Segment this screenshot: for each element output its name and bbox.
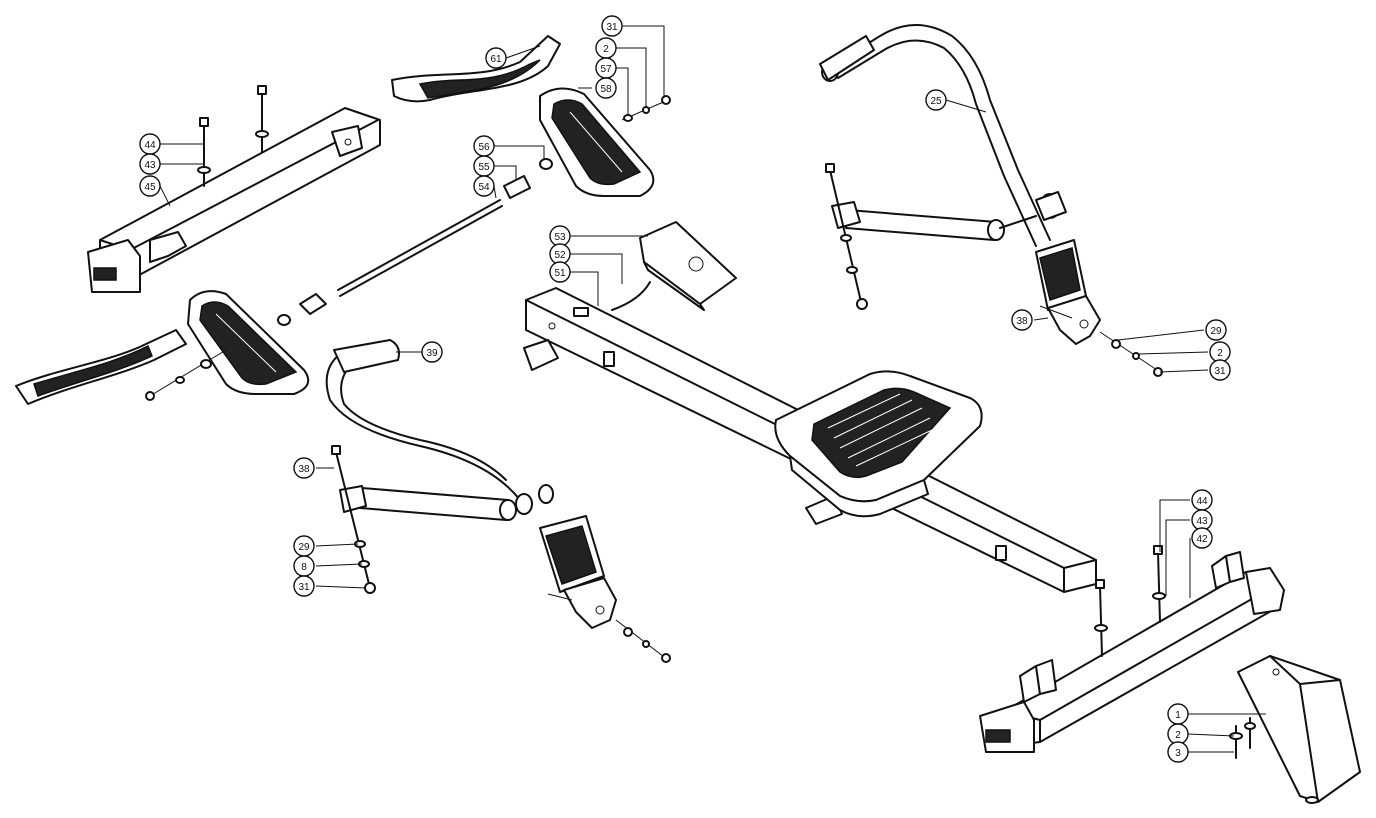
callout-56: 56	[473, 135, 495, 157]
seat-pad-texture	[827, 393, 933, 467]
callout-53: 53	[549, 225, 571, 247]
callout-43b: 43	[1191, 509, 1213, 531]
callout-42: 42	[1191, 527, 1213, 549]
rear-foot-hardware	[1229, 717, 1256, 759]
svg-text:25: 25	[930, 96, 942, 107]
svg-text:55: 55	[478, 162, 490, 173]
callout-38b: 38	[293, 457, 315, 479]
svg-text:54: 54	[478, 182, 490, 193]
callout-39: 39	[421, 341, 443, 363]
svg-text:58: 58	[600, 84, 612, 95]
callout-44: 44	[139, 133, 161, 155]
svg-text:2: 2	[603, 44, 609, 55]
front-stabilizer-bolts	[197, 85, 269, 187]
callout-44b: 44	[1191, 489, 1213, 511]
console	[611, 221, 737, 311]
pedal-hardware	[145, 95, 671, 401]
callout-29: 29	[1205, 319, 1227, 341]
svg-text:42: 42	[1196, 534, 1208, 545]
callout-2b: 2	[1209, 341, 1231, 363]
callout-52: 52	[549, 243, 571, 265]
svg-text:1: 1	[1175, 710, 1181, 721]
rear-foot	[1237, 655, 1361, 804]
svg-text:57: 57	[600, 64, 612, 75]
callout-31: 31	[601, 15, 623, 37]
svg-text:29: 29	[298, 542, 310, 553]
callout-38: 38	[1011, 309, 1033, 331]
callout-25: 25	[925, 89, 947, 111]
svg-text:31: 31	[606, 22, 618, 33]
callout-58: 58	[595, 77, 617, 99]
right-resistance-spring	[1035, 239, 1101, 345]
svg-text:43: 43	[144, 160, 156, 171]
svg-text:61: 61	[490, 54, 502, 65]
svg-text:31: 31	[1214, 366, 1226, 377]
callout-3: 3	[1167, 741, 1189, 763]
leader-lines	[159, 25, 1266, 753]
svg-text:31: 31	[298, 582, 310, 593]
callout-61: 61	[485, 47, 507, 69]
svg-text:53: 53	[554, 232, 566, 243]
foot-pedal-bottom	[187, 290, 310, 395]
svg-text:56: 56	[478, 142, 490, 153]
callout-31b: 31	[1209, 359, 1231, 381]
svg-text:38: 38	[298, 464, 310, 475]
svg-text:29: 29	[1210, 326, 1222, 337]
callout-51: 51	[549, 261, 571, 283]
right-arm-hardware	[825, 163, 1163, 377]
front-stabilizer	[87, 107, 381, 293]
left-arm-hardware	[331, 445, 671, 663]
callout-45: 45	[139, 175, 161, 197]
callout-54: 54	[473, 175, 495, 197]
foot-strap-top	[391, 35, 561, 103]
rear-stabilizer	[979, 551, 1285, 753]
svg-text:39: 39	[426, 348, 438, 359]
svg-text:44: 44	[1196, 496, 1208, 507]
seat	[774, 370, 983, 518]
svg-text:2: 2	[1175, 730, 1181, 741]
right-hydraulic-cylinder	[831, 201, 1037, 241]
svg-text:44: 44	[144, 140, 156, 151]
svg-text:45: 45	[144, 182, 156, 193]
foot-pedal-top	[539, 87, 655, 197]
callout-43: 43	[139, 153, 161, 175]
foot-strap-bottom	[15, 329, 187, 405]
right-oar-arm	[819, 24, 1067, 247]
callout-2: 2	[595, 37, 617, 59]
callout-57: 57	[595, 57, 617, 79]
callout-1: 1	[1167, 703, 1189, 725]
callout-31c: 31	[293, 575, 315, 597]
left-resistance-spring	[539, 515, 617, 629]
svg-text:51: 51	[554, 268, 566, 279]
svg-text:3: 3	[1175, 748, 1181, 759]
svg-text:8: 8	[301, 562, 307, 573]
svg-text:52: 52	[554, 250, 566, 261]
callout-29b: 29	[293, 535, 315, 557]
svg-text:38: 38	[1016, 316, 1028, 327]
callouts: 61 31 2 57 58 44 43 45 56 55 54 53 52 51…	[139, 15, 1231, 763]
pedal-axle	[277, 158, 553, 326]
svg-text:2: 2	[1217, 348, 1223, 359]
left-oar-arm	[325, 339, 554, 515]
callout-8: 8	[293, 555, 315, 577]
left-hydraulic-cylinder	[339, 485, 517, 521]
callout-2c: 2	[1167, 723, 1189, 745]
callout-55: 55	[473, 155, 495, 177]
rear-stabilizer-bolts	[1094, 545, 1166, 657]
svg-text:43: 43	[1196, 516, 1208, 527]
